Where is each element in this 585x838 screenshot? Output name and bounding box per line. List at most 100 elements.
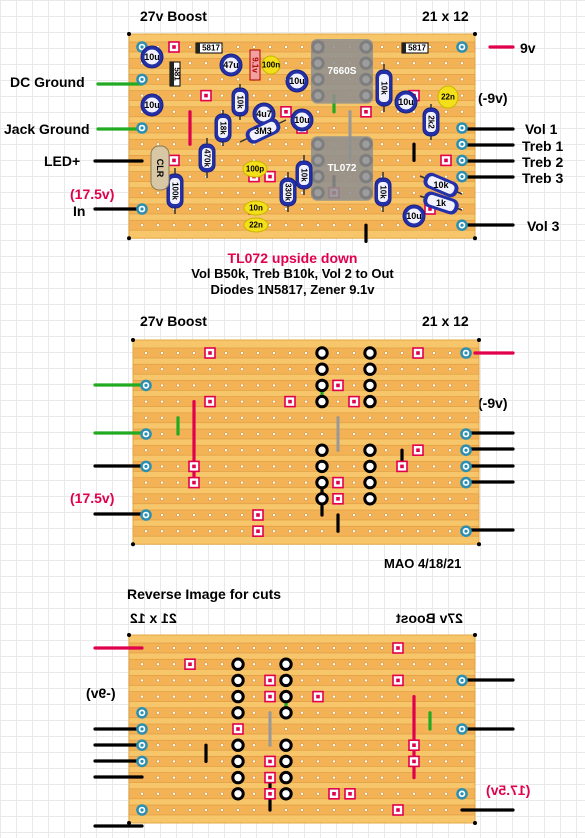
hole: [428, 646, 432, 650]
hole: [220, 775, 224, 780]
hole: [236, 158, 240, 163]
hole: [188, 77, 192, 82]
hole: [396, 711, 400, 715]
hole: [332, 759, 336, 764]
hole: [208, 367, 212, 371]
hole: [352, 464, 356, 469]
corner-mark: [127, 32, 131, 36]
hole: [336, 399, 340, 404]
ic-socket-pin: [231, 754, 245, 769]
hole: [316, 727, 320, 731]
hole: [288, 367, 292, 371]
component-label: 10u: [398, 97, 414, 107]
hole: [428, 694, 432, 699]
hole: [460, 694, 464, 699]
label-treb2: Treb 2: [522, 154, 564, 170]
component-label: 10k: [236, 95, 245, 109]
hole: [460, 93, 464, 98]
hole: [300, 223, 304, 227]
hole: [332, 207, 336, 211]
hole: [268, 207, 272, 211]
hole: [220, 93, 224, 98]
hole: [416, 432, 420, 436]
hole: [304, 464, 308, 469]
hole: [300, 808, 304, 812]
hole: [316, 792, 320, 796]
hole: [288, 416, 292, 420]
hole: [384, 367, 388, 371]
hole: [160, 416, 164, 420]
hole: [332, 711, 336, 715]
hole: [188, 759, 192, 764]
strip-cut-center: [192, 480, 196, 485]
hole: [284, 61, 288, 65]
resistor-body: [427, 194, 455, 212]
hole: [332, 646, 336, 650]
hole: [220, 727, 224, 731]
hole: [284, 126, 288, 130]
hole: [268, 191, 272, 195]
hole: [304, 497, 308, 501]
hole: [204, 646, 208, 650]
hole: [140, 174, 144, 179]
hole: [332, 808, 336, 812]
label-vol3: Vol 3: [527, 218, 560, 234]
hole: [300, 694, 304, 699]
hole: [192, 383, 196, 388]
hole: [380, 158, 384, 163]
hole: [444, 808, 448, 812]
hole: [256, 432, 260, 436]
label-dc-ground: DC Ground: [10, 74, 85, 90]
hole: [188, 727, 192, 731]
hole: [176, 448, 180, 452]
corner-mark: [131, 542, 135, 547]
hole: [432, 529, 436, 533]
hole: [352, 432, 356, 436]
ic-socket-pin: [315, 475, 329, 490]
hole: [444, 646, 448, 650]
hole: [380, 45, 384, 49]
hole: [156, 694, 160, 699]
hole: [332, 727, 336, 731]
hole: [316, 662, 320, 666]
ic-socket-pin: [315, 346, 329, 360]
hole: [140, 223, 144, 227]
hole: [220, 759, 224, 764]
hole: [416, 497, 420, 501]
hole: [380, 808, 384, 812]
hole: [416, 416, 420, 420]
hole: [284, 45, 288, 49]
component-label: 10k: [300, 168, 309, 182]
hole: [208, 383, 212, 388]
corner-mark: [477, 338, 481, 342]
offboard-pad-center: [460, 678, 464, 683]
strip-cut-center: [256, 513, 260, 517]
hole: [380, 61, 384, 65]
component-label: CLR: [155, 159, 165, 178]
hole: [460, 77, 464, 82]
hole: [172, 808, 176, 812]
diode-band: [402, 43, 406, 53]
hole: [352, 351, 356, 355]
hole: [144, 448, 148, 452]
hole: [464, 367, 468, 371]
hole: [332, 743, 336, 747]
hole: [188, 711, 192, 715]
hole: [380, 142, 384, 146]
strip-cut-center: [268, 174, 272, 179]
hole: [140, 93, 144, 98]
hole: [384, 432, 388, 436]
hole: [364, 759, 368, 764]
hole: [444, 727, 448, 731]
hole: [396, 207, 400, 211]
ic-socket-pin: [279, 657, 293, 671]
hole: [172, 678, 176, 683]
hole: [300, 142, 304, 146]
hole: [396, 142, 400, 146]
resistor-body: [235, 92, 245, 112]
offboard-pad-center: [140, 77, 144, 81]
hole: [416, 513, 420, 517]
ic-socket-pin: [363, 394, 377, 409]
hole: [240, 464, 244, 469]
hole: [400, 529, 404, 533]
